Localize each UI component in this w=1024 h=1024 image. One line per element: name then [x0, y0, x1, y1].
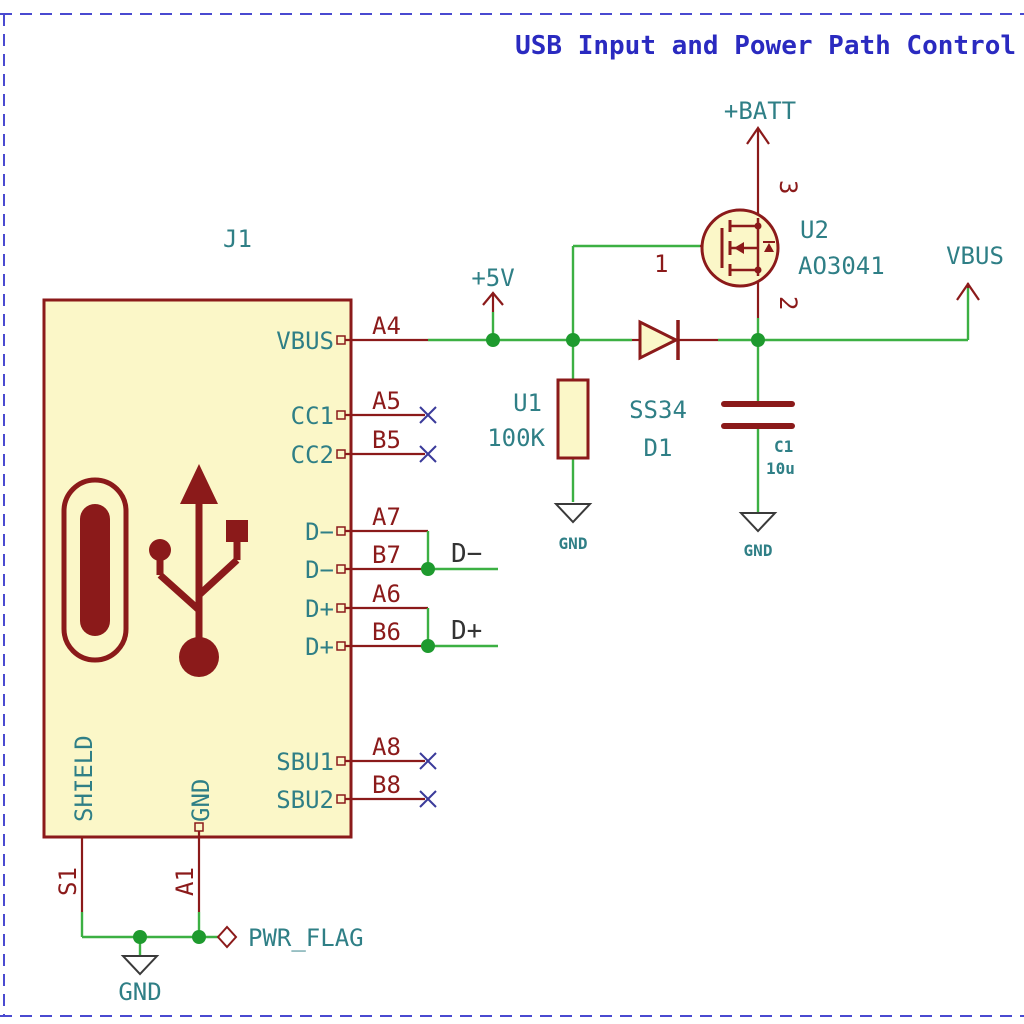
u2-pin-gate: 1	[654, 250, 668, 278]
u2-pin-source: 3	[774, 180, 802, 194]
pin-number-a8: A8	[372, 733, 401, 761]
usb-c-port-icon	[61, 477, 129, 663]
pin-b8[interactable]: SBU2 B8	[276, 771, 425, 814]
c1-value: 10u	[766, 459, 795, 478]
pin-name-d-minus-1: D−	[305, 518, 334, 546]
no-connect-b8	[419, 790, 437, 808]
ground-label-u1: GND	[559, 534, 588, 553]
u1-ref: U1	[513, 389, 542, 417]
pin-name-d-plus-2: D+	[305, 633, 334, 661]
pin-number-b5: B5	[372, 426, 401, 454]
net-label-d-plus: D+	[451, 616, 482, 646]
pin-a6[interactable]: D+ A6	[305, 580, 428, 623]
pin-number-b7: B7	[372, 541, 401, 569]
net-label-d-minus: D−	[451, 539, 482, 569]
diode-d1[interactable]: SS34 D1	[629, 319, 718, 462]
pin-number-a5: A5	[372, 387, 401, 415]
pin-a8[interactable]: SBU1 A8	[276, 733, 425, 776]
pin-s1[interactable]: SHIELD S1	[54, 735, 98, 912]
pin-number-a7: A7	[372, 503, 401, 531]
pin-b6[interactable]: D+ B6	[305, 618, 428, 661]
usb-trident-icon	[149, 464, 248, 677]
pin-name-vbus: VBUS	[276, 327, 334, 355]
junction-dots	[133, 333, 765, 944]
pin-b7[interactable]: D− B7	[305, 541, 428, 584]
pin-name-sbu2: SBU2	[276, 786, 334, 814]
pin-number-a1: A1	[171, 867, 199, 896]
pin-name-d-plus-1: D+	[305, 595, 334, 623]
pin-a5[interactable]: CC1 A5	[291, 387, 425, 430]
pin-name-d-minus-2: D−	[305, 556, 334, 584]
d1-value: SS34	[629, 396, 687, 424]
pin-name-sbu1: SBU1	[276, 748, 334, 776]
d1-ref: D1	[644, 434, 673, 462]
pin-number-s1: S1	[54, 867, 82, 896]
pin-number-a4: A4	[372, 312, 401, 340]
pin-b5[interactable]: CC2 B5	[291, 426, 425, 469]
ground-label-j1: GND	[118, 978, 161, 1006]
ground-symbol-j1[interactable]: GND	[118, 955, 162, 1006]
pin-number-b8: B8	[372, 771, 401, 799]
pin-a7[interactable]: D− A7	[305, 503, 428, 546]
pin-number-b6: B6	[372, 618, 401, 646]
pin-name-cc1: CC1	[291, 402, 334, 430]
ground-symbol-u1[interactable]: GND	[553, 503, 593, 553]
u2-ref: U2	[800, 216, 829, 244]
u1-value: 100K	[487, 424, 545, 452]
pin-name-cc2: CC2	[291, 441, 334, 469]
pin-number-a6: A6	[372, 580, 401, 608]
u2-pin-drain: 2	[774, 296, 802, 310]
mosfet-u2[interactable]: 1 3 2 U2 AO3041	[654, 180, 885, 318]
pwr-flag-symbol[interactable]: PWR_FLAG	[216, 924, 364, 952]
power-vbus-symbol[interactable]: VBUS	[946, 242, 1004, 301]
u2-value: AO3041	[798, 252, 885, 280]
power-5v-label: +5V	[471, 264, 514, 292]
c1-ref: C1	[774, 437, 793, 456]
sheet-title: USB Input and Power Path Control	[515, 31, 1016, 61]
pin-a4[interactable]: VBUS A4	[276, 312, 428, 355]
no-connect-a5	[419, 406, 437, 424]
ground-symbol-c1[interactable]: GND	[738, 512, 778, 560]
pin-name-shield: SHIELD	[70, 735, 98, 822]
no-connect-a8	[419, 752, 437, 770]
power-vbus-label: VBUS	[946, 242, 1004, 270]
no-connect-b5	[419, 445, 437, 463]
resistor-u1[interactable]: U1 100K	[487, 378, 590, 460]
pin-a1[interactable]: GND A1	[171, 779, 215, 912]
power-batt-label: +BATT	[724, 97, 796, 125]
pwr-flag-label: PWR_FLAG	[248, 924, 364, 952]
ground-label-c1: GND	[744, 541, 773, 560]
pin-name-gnd: GND	[187, 779, 215, 822]
power-5v-symbol[interactable]: +5V	[471, 264, 515, 312]
connector-ref: J1	[223, 225, 252, 253]
power-batt-symbol[interactable]: +BATT	[724, 97, 796, 208]
capacitor-c1[interactable]: C1 10u	[721, 401, 795, 478]
